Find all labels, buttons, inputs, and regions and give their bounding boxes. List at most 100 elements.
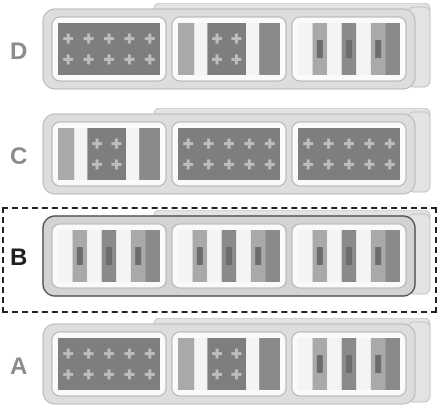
stripe [298,23,313,75]
panel-a[interactable] [42,318,434,406]
stripe-notch [346,355,352,373]
cross-mark [186,159,190,170]
stripe [74,128,88,180]
cross-mark [207,138,211,149]
stripe-notch [316,355,323,373]
cross-mark [127,33,131,44]
stripe [236,230,251,282]
stripe [207,230,222,282]
cross-mark [306,138,310,149]
pattern-block [298,128,400,180]
segment-stripes [291,223,407,289]
cross-mark [215,33,219,44]
cross-mark [234,369,238,380]
cross-mark [114,159,118,170]
stripe-notch [255,247,262,265]
stripe-notch [196,247,203,265]
stripe-notch [226,247,232,265]
pattern-block [58,23,160,75]
label-b: B [10,244,28,271]
pattern-block [58,338,160,390]
cross-mark [234,54,238,65]
segment-stripes [291,331,407,397]
cross-mark [127,54,131,65]
pattern-block [178,128,280,180]
cross-mark [327,159,331,170]
panel-d[interactable] [42,3,434,91]
panel-c[interactable] [42,108,434,196]
stripe [385,230,400,282]
segment-mixed [51,121,167,187]
stripe [298,338,313,390]
stripe [126,128,140,180]
stripe [259,338,280,390]
stripe-notch [316,247,323,265]
cross-mark [107,54,111,65]
stripe [145,230,160,282]
cross-mark [247,138,251,149]
cross-mark [107,33,111,44]
cross-mark [347,138,351,149]
stripe [356,230,371,282]
cross-mark [107,348,111,359]
cross-mark [234,33,238,44]
stripe [194,338,208,390]
pattern-block [207,338,247,390]
label-c: C [10,143,28,170]
cross-mark [66,33,70,44]
label-a: A [10,353,28,380]
stripe [178,23,195,75]
cross-mark [367,159,371,170]
selection-box [2,207,437,313]
cross-mark [388,138,392,149]
stripe [178,338,195,390]
stripe-notch [316,40,323,58]
stripe [246,338,260,390]
cross-mark [87,348,91,359]
pattern-block [207,23,247,75]
stripe [58,128,75,180]
cross-mark [186,138,190,149]
segment-stripes [171,223,287,289]
cross-mark [215,348,219,359]
cross-mark [148,33,152,44]
segment-pattern [51,16,167,82]
stripe [356,338,371,390]
stripe-notch [375,355,382,373]
stripe [385,338,400,390]
cross-mark [66,348,70,359]
cross-mark [87,54,91,65]
cross-mark [107,369,111,380]
stripe [265,230,280,282]
cross-mark [148,369,152,380]
cross-mark [227,138,231,149]
cross-mark [95,138,99,149]
cross-mark [227,159,231,170]
cross-mark [207,159,211,170]
cross-mark [268,159,272,170]
stripe [327,338,342,390]
panel-b[interactable] [42,210,434,298]
stripe-notch [135,247,142,265]
cross-mark [247,159,251,170]
stripe [298,230,313,282]
cross-mark [66,369,70,380]
cross-mark [367,138,371,149]
stripe [259,23,280,75]
stripe [246,23,260,75]
stripe-notch [375,247,382,265]
cross-mark [347,159,351,170]
stripe [356,23,371,75]
cross-mark [148,348,152,359]
cross-mark [234,348,238,359]
cross-mark [306,159,310,170]
cross-mark [95,159,99,170]
stripe [116,230,131,282]
cross-mark [127,348,131,359]
label-d: D [10,38,28,65]
cross-mark [327,138,331,149]
pattern-block [87,128,127,180]
cross-mark [66,54,70,65]
cross-mark [87,369,91,380]
segment-stripes [51,223,167,289]
